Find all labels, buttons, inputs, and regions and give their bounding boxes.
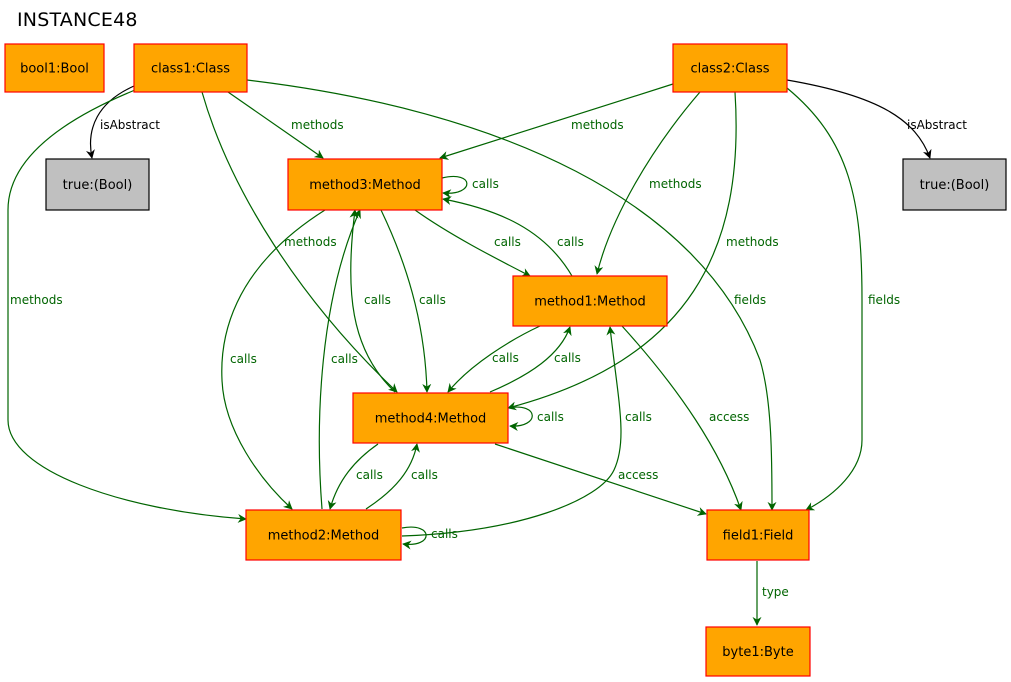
edge-class2-methods-method4: [507, 91, 737, 411]
edge-method3-calls-method1: [414, 209, 531, 277]
edge-method1-access-field1: [621, 325, 743, 511]
label-method1-calls-method3: calls: [557, 235, 584, 249]
edge-method2-calls-method4: [365, 443, 420, 510]
label-field1-type-byte1: type: [762, 585, 789, 599]
edge-method3-calls-self: [441, 175, 468, 199]
edge-method2-calls-method3: [318, 209, 361, 510]
label-method3-calls-method2: calls: [230, 352, 257, 366]
edge-method4-calls-method2: [327, 443, 379, 510]
nodes: bool1:Bool class1:Class class2:Class tru…: [4, 43, 1007, 677]
edge-method4-calls-self: [507, 406, 533, 432]
edge-class1-fields-field1: [246, 79, 777, 511]
edge-class2-methods-method1: [594, 91, 701, 275]
node-method1-label: method1:Method: [534, 295, 646, 310]
edge-method2-calls-method1: [401, 326, 622, 537]
node-method3: method3:Method: [287, 158, 443, 211]
label-method1-calls-method4: calls: [492, 351, 519, 365]
node-field1: field1:Field: [706, 509, 810, 561]
edge-method4-calls-method3: [349, 209, 396, 393]
label-method2-calls-method3: calls: [331, 352, 358, 366]
label-class2-isAbstract: isAbstract: [907, 118, 967, 132]
node-method2: method2:Method: [245, 509, 402, 561]
label-class1-fields-field1: fields: [734, 293, 766, 307]
node-class1: class1:Class: [133, 43, 248, 93]
label-method4-calls-method1: calls: [554, 351, 581, 365]
node-true-left-label: true:(Bool): [63, 178, 133, 193]
node-class1-label: class1:Class: [151, 62, 230, 77]
label-class2-methods-method3: methods: [571, 118, 624, 132]
label-method3-calls-method4: calls: [419, 293, 446, 307]
edge-class2-methods-method3: [439, 83, 674, 160]
edge-method3-calls-method2: [221, 209, 326, 510]
node-method1: method1:Method: [512, 275, 668, 327]
label-class2-fields-field1: fields: [868, 293, 900, 307]
node-true-right-label: true:(Bool): [920, 178, 990, 193]
edges: [7, 79, 932, 626]
node-true-right: true:(Bool): [902, 158, 1007, 211]
label-class1-methods-method3: methods: [291, 118, 344, 132]
edge-method4-calls-method1: [489, 326, 572, 393]
node-method4: method4:Method: [352, 392, 509, 444]
edge-class2-fields-field1: [786, 87, 863, 511]
node-class2-label: class2:Class: [690, 62, 769, 77]
edge-method1-calls-method4: [447, 325, 541, 393]
label-class1-methods-method4: methods: [284, 235, 337, 249]
label-method3-calls-method1: calls: [494, 235, 521, 249]
label-method4-access-field1: access: [618, 468, 658, 482]
edge-method3-calls-method4: [380, 209, 432, 393]
edge-class1-methods-method3: [227, 91, 324, 159]
node-class2: class2:Class: [672, 43, 788, 93]
label-method4-calls-method2: calls: [356, 468, 383, 482]
edge-labels: isAbstract isAbstract methods methods me…: [10, 118, 967, 599]
edge-method4-access-field1: [494, 443, 707, 516]
edge-class2-isAbstract: [786, 79, 932, 159]
label-method4-calls-method3: calls: [364, 293, 391, 307]
node-byte1-label: byte1:Byte: [722, 645, 793, 660]
label-class2-methods-method1: methods: [649, 177, 702, 191]
node-method2-label: method2:Method: [268, 529, 380, 544]
edge-class1-methods-method4: [201, 91, 398, 393]
node-method3-label: method3:Method: [309, 178, 421, 193]
label-method2-calls-self: calls: [431, 527, 458, 541]
node-bool1: bool1:Bool: [4, 43, 105, 93]
node-bool1-label: bool1:Bool: [20, 62, 89, 77]
label-class2-methods-method4: methods: [726, 235, 779, 249]
label-method3-calls-self: calls: [472, 177, 499, 191]
edge-method1-calls-method3: [442, 196, 573, 277]
diagram-title: INSTANCE48: [17, 9, 138, 31]
label-method2-calls-method1: calls: [625, 410, 652, 424]
edge-class1-methods-method2: [7, 87, 247, 523]
label-method1-access-field1: access: [709, 410, 749, 424]
label-class1-methods-method2: methods: [10, 293, 63, 307]
node-method4-label: method4:Method: [375, 412, 487, 427]
label-class1-isAbstract: isAbstract: [100, 118, 160, 132]
edge-class1-isAbstract: [86, 85, 135, 159]
node-true-left: true:(Bool): [45, 158, 150, 211]
node-byte1: byte1:Byte: [705, 626, 811, 677]
node-field1-label: field1:Field: [723, 529, 794, 544]
edge-method2-calls-self: [401, 526, 427, 550]
label-method4-calls-self: calls: [537, 410, 564, 424]
label-method2-calls-method4: calls: [411, 468, 438, 482]
